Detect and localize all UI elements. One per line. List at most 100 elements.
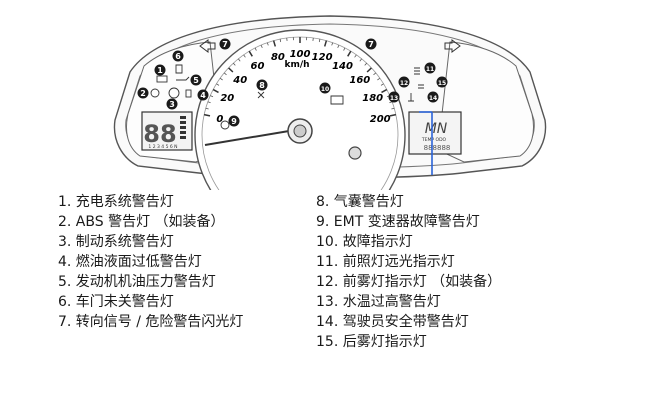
legend-left-column: 1. 充电系统警告灯 2. ABS 警告灯 （如装备） 3. 制动系统警告灯 4. 燃… [58,192,243,332]
gear-caption: 1 2 3 4 5 6 N [148,144,177,150]
speed-minor-tick [337,44,340,48]
mode-letters: MN [425,121,448,137]
legend-item: 15. 后雾灯指示灯 [316,334,427,350]
speed-minor-tick [219,77,223,81]
legend-item: 7. 转向信号 / 危险警告闪光灯 [58,314,244,330]
speed-major-tick [347,50,352,57]
legend-item: 10. 故障指示灯 [316,234,413,250]
odo-digits: 888888 [424,144,451,152]
speed-minor-tick [254,47,257,51]
fuel-bar-graph [180,116,186,139]
speed-major-tick [248,50,253,57]
speed-minor-tick [331,42,334,46]
turn-left-arrow-icon [199,39,216,53]
speed-minor-tick [223,72,227,76]
front-fog-icon [418,84,424,89]
speed-minor-tick [380,83,384,86]
callout-number: 6 [175,52,181,61]
speed-minor-tick [260,44,263,48]
callout-number: 13 [390,95,398,102]
callout-badge [319,82,331,94]
speed-minor-tick [243,54,246,58]
speed-minor-tick [343,47,346,51]
legend-item: 1. 充电系统警告灯 [58,194,174,210]
legend-item: 9. EMT 变速器故障警告灯 [316,214,480,230]
speed-tick-label: 0 [216,114,223,125]
speed-tick-label: 140 [332,61,353,72]
right-lcd-display [408,111,462,155]
speed-minor-tick [210,95,214,98]
legend-item: 4. 燃油液面过低警告灯 [58,254,202,270]
turn-right-arrow-icon [444,39,461,53]
callout-badge [228,115,240,127]
speed-tick-label: 20 [220,93,234,104]
emt-gear-icon [220,120,230,130]
abs-icon [150,88,160,98]
speed-minor-tick [279,38,282,43]
speed-minor-tick [233,62,236,66]
speed-unit-label: km/h [284,60,309,70]
callout-number: 7 [222,40,228,49]
right-pod [437,41,534,163]
warning-icons-left [150,64,192,99]
legend-item: 8. 气囊警告灯 [316,194,404,210]
legend-item: 2. ABS 警告灯 （如装备） [58,214,225,230]
speed-needle [204,129,296,146]
speed-major-tick [203,113,211,117]
callout-badge [154,64,166,76]
speed-major-tick [381,88,388,94]
legend-item: 12. 前雾灯指示灯 （如装备） [316,274,502,290]
speed-minor-tick [207,101,211,104]
callout-badge [436,76,448,88]
speed-minor-tick [359,58,363,62]
callout-badge [166,98,178,110]
callout-number: 9 [231,117,237,126]
callout-number: 7 [368,40,374,49]
callout-badge [427,91,439,103]
legend-item: 13. 水温过高警告灯 [316,294,441,310]
speed-tick-label: 100 [290,49,311,60]
speed-tick-label: 60 [251,61,265,72]
battery-icon [156,75,168,83]
callout-number: 12 [400,80,408,87]
speed-tick-label: 40 [232,75,247,86]
callout-number: 2 [140,89,146,98]
door-open-icon [175,64,183,74]
speed-tick-marks [203,37,397,117]
callout-badge [197,89,209,101]
oil-can-icon [176,76,190,81]
trip-reset-knob [348,146,362,160]
speed-minor-tick [377,77,381,81]
callout-number: 3 [169,100,175,109]
speed-minor-tick [364,62,367,66]
callout-badge [172,50,184,62]
callout-badge [398,76,410,88]
speed-minor-tick [237,58,241,62]
callout-number: 15 [438,80,446,87]
callout-number: 10 [321,86,329,93]
speed-tick-label: 180 [362,93,383,104]
legend-item: 5. 发动机机油压力警告灯 [58,274,216,290]
coolant-temp-icon [408,93,414,102]
needle-hub-center [293,124,307,138]
speed-major-tick [212,88,219,94]
speed-major-tick [389,113,397,117]
airbag-icon [257,91,265,99]
callout-number: 14 [429,95,437,102]
speed-minor-tick [391,107,395,110]
high-beam-icon [414,67,420,75]
callout-number: 8 [259,81,265,90]
callout-badge [256,79,268,91]
speed-minor-tick [266,42,269,46]
speed-tick-label: 80 [271,52,285,63]
brake-icon [168,87,180,99]
speed-minor-tick [318,38,321,43]
callout-badge [424,62,436,74]
legend-item: 3. 制动系统警告灯 [58,234,174,250]
callout-badge [219,38,231,50]
speed-tick-label: 160 [349,75,370,86]
callout-number: 4 [200,91,206,100]
